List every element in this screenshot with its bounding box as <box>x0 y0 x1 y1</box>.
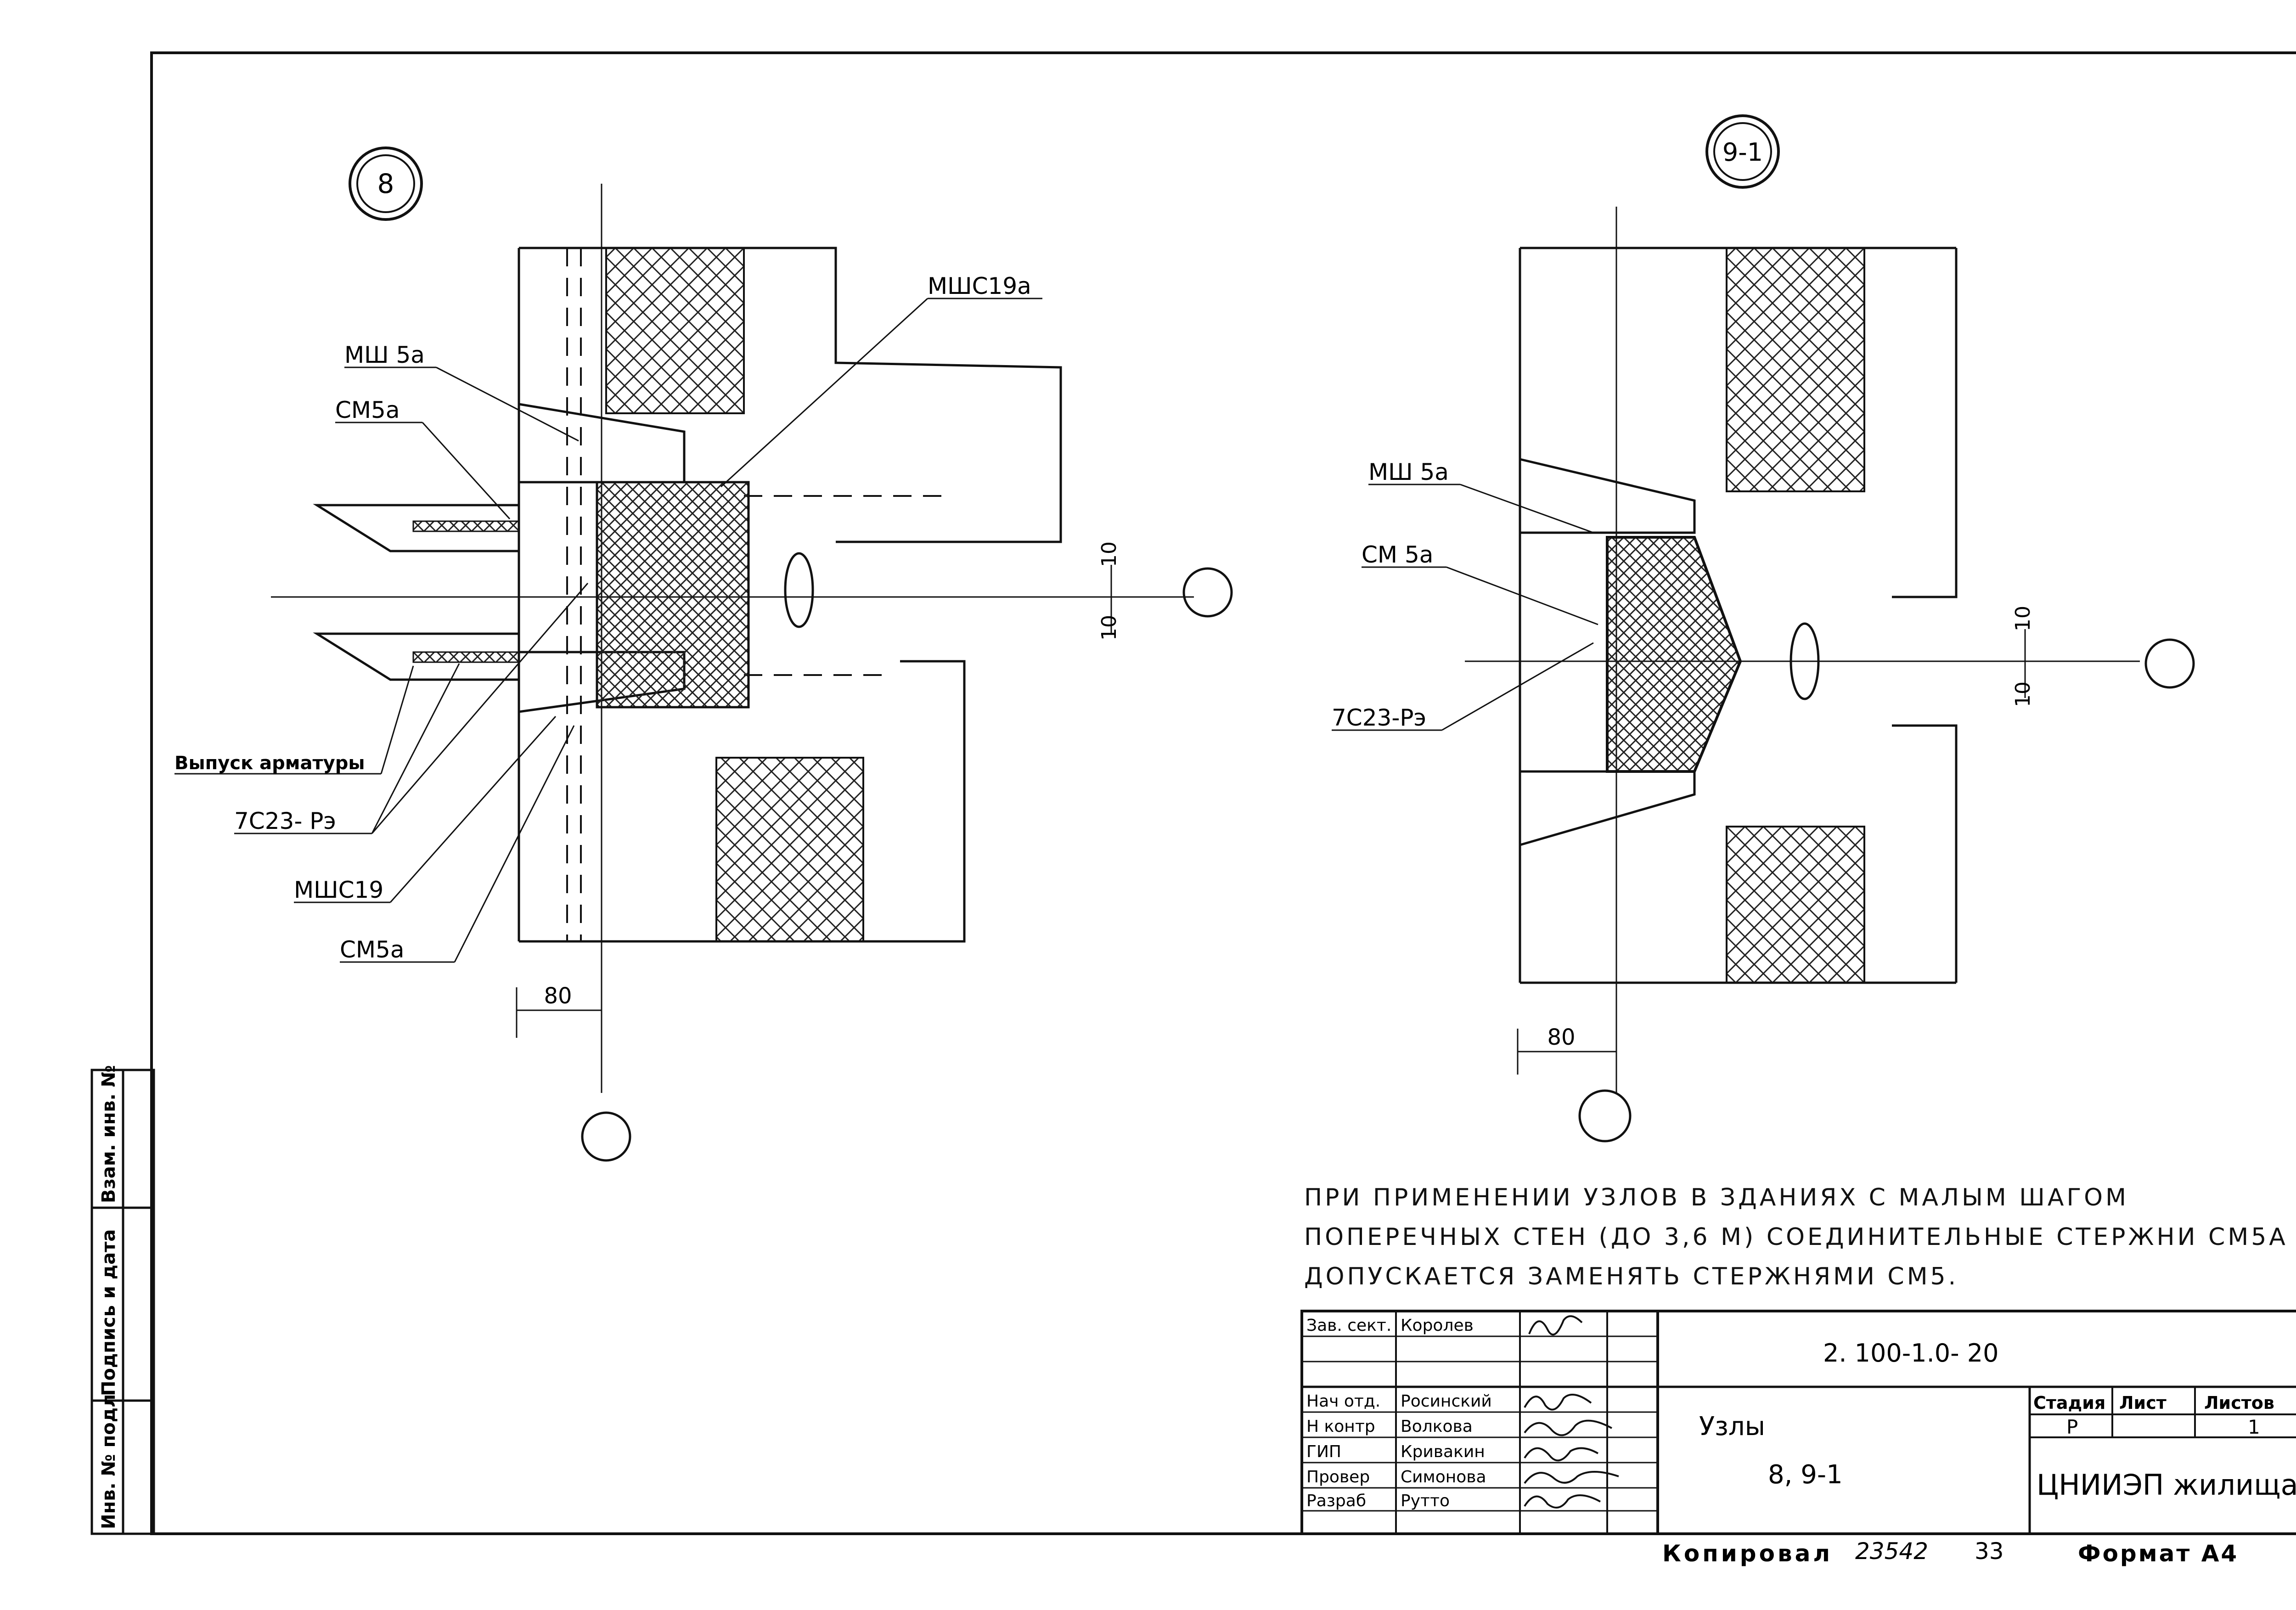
detail-9-1: 9-1 10 10 80 МШ 5а СМ 5а 7С2 <box>1332 114 2195 1143</box>
dim-gap-lower-9-1: 10 <box>2011 681 2035 707</box>
label-tc23-9-1: 7С23-Рэ <box>1332 704 1426 731</box>
signature-mark <box>1524 1494 1601 1509</box>
node-marker-8 <box>349 146 423 221</box>
tb-title-line1: Узлы <box>1699 1412 1765 1441</box>
signature-mark <box>1524 1447 1598 1462</box>
dim-gap-lower-8: 10 <box>1097 615 1121 641</box>
node-marker-9-1 <box>1705 114 1780 189</box>
dim-gap-upper-8: 10 <box>1097 541 1121 567</box>
tb-name-6: Симонова <box>1401 1468 1486 1486</box>
node-number-8: 8 <box>377 168 394 199</box>
dim-offset-8: 80 <box>544 983 572 1009</box>
tb-organization: ЦНИИЭП жилища <box>2037 1468 2296 1502</box>
side-stamp-sign-label: Подпись и дата <box>98 1229 119 1396</box>
tb-name-3: Росинский <box>1401 1392 1492 1411</box>
axis-bubble-horizontal-8 <box>1182 567 1233 618</box>
title-block: Зав. сект. Королев Нач отд. Росинский Н … <box>1300 1310 2296 1535</box>
signature-mark <box>1524 1471 1619 1484</box>
signature-mark <box>1528 1315 1583 1336</box>
note-text: При применении узлов в зданиях с малым ш… <box>1304 1184 2288 1290</box>
signature-mark <box>1524 1394 1592 1411</box>
tb-designation: 2. 100-1.0- 20 <box>1823 1339 1998 1368</box>
tb-stage: Р <box>2066 1416 2078 1438</box>
signature-mark <box>1524 1419 1612 1436</box>
side-stamp: Инв. № подл Подпись и дата Взам. инв. № <box>90 1065 155 1535</box>
tb-role-4: Н контр <box>1306 1417 1375 1436</box>
label-sm5a-bottom-8: СМ5а <box>340 936 405 963</box>
sheet-frame <box>150 51 2296 1535</box>
tb-name-5: Кривакин <box>1401 1442 1485 1461</box>
footer: Копировал 23542 33 Формат А4 <box>1662 1538 2239 1567</box>
tb-sheets: 1 <box>2248 1416 2260 1438</box>
dim-offset-9-1: 80 <box>1547 1025 1575 1050</box>
axis-bubble-horizontal-9-1 <box>2144 638 2195 689</box>
side-stamp-replace-label: Взам. инв. № <box>98 1065 119 1203</box>
label-rebar-outlet-8: Выпуск арматуры <box>174 753 365 774</box>
tb-sheets-header: Листов <box>2204 1393 2274 1413</box>
label-tc23-8: 7С23- Рэ <box>234 808 336 834</box>
detail-8: 8 10 10 80 <box>174 146 1233 1162</box>
tb-role-7: Разраб <box>1306 1492 1366 1510</box>
tb-stage-header: Стадия <box>2033 1393 2105 1413</box>
note: При применении узлов в зданиях с малым ш… <box>1304 1178 2291 1296</box>
node-number-9-1: 9-1 <box>1722 138 1763 167</box>
tb-role-0: Зав. сект. <box>1306 1316 1391 1335</box>
tb-name-4: Волкова <box>1401 1417 1473 1436</box>
side-stamp-inv-label: Инв. № подл <box>98 1394 119 1529</box>
footer-format-label: Формат А4 <box>2078 1540 2239 1567</box>
dim-gap-upper-9-1: 10 <box>2011 606 2035 631</box>
axis-bubble-vertical-9-1 <box>1578 1089 1632 1143</box>
tb-role-3: Нач отд. <box>1306 1392 1380 1411</box>
footer-copy-suffix: 33 <box>1975 1538 2004 1565</box>
label-sm5a-9-1: СМ 5а <box>1362 541 1433 568</box>
tb-role-6: Провер <box>1306 1468 1370 1486</box>
tb-role-5: ГИП <box>1306 1442 1341 1461</box>
tb-title-line2: 8, 9-1 <box>1768 1460 1843 1490</box>
tb-name-0: Королев <box>1401 1316 1474 1335</box>
label-msh5a-8: МШ 5а <box>344 342 425 368</box>
footer-copied-label: Копировал <box>1662 1540 1833 1567</box>
label-mshs19-8: МШС19 <box>294 877 383 903</box>
label-mshs19a-8: МШС19а <box>928 273 1031 299</box>
footer-copy-number: 23542 <box>1855 1538 1928 1565</box>
label-sm5a-top-8: СМ5а <box>335 397 400 423</box>
tb-name-7: Рутто <box>1401 1492 1450 1510</box>
axis-bubble-vertical-8 <box>581 1111 631 1162</box>
tb-sheet-header: Лист <box>2119 1393 2167 1413</box>
label-msh5a-9-1: МШ 5а <box>1368 459 1449 485</box>
